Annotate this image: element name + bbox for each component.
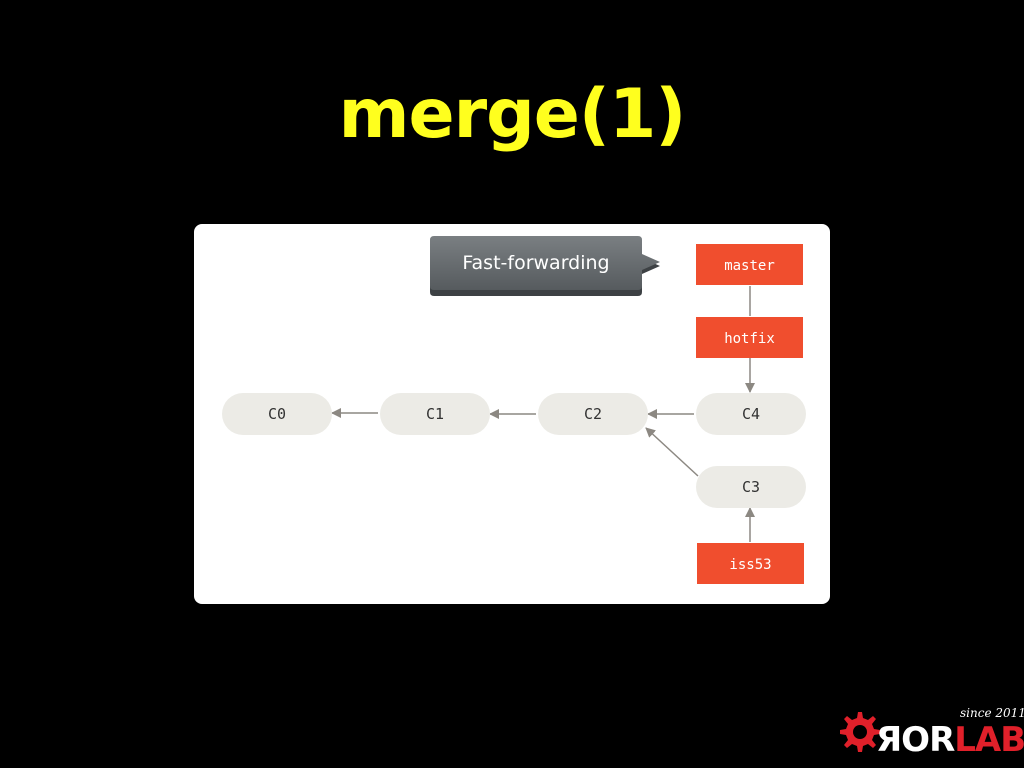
since-text: since 2011 [960,706,1024,720]
gear-icon [840,712,880,752]
rorlab-logo: since 2011 ЯORLAB [836,700,1024,764]
commit-c0: C0 [222,393,332,435]
commit-c4: C4 [696,393,806,435]
commit-c1-label: C1 [426,405,444,423]
branch-hotfix-label: hotfix [724,331,775,347]
branch-master: master [696,244,803,285]
commit-c0-label: C0 [268,405,286,423]
fast-forwarding-callout: Fast-forwarding [430,236,660,296]
arrow-c3-to-c2 [645,427,699,477]
commit-c1: C1 [380,393,490,435]
slide-title: merge(1) [338,75,687,154]
git-diagram: C0 C1 C2 C4 C3 master hotfix iss5 [222,236,806,584]
commit-c2: C2 [538,393,648,435]
commit-c4-label: C4 [742,405,760,423]
branch-hotfix: hotfix [696,317,803,358]
logo-lab: LAB [954,720,1024,760]
callout-label: Fast-forwarding [462,252,609,274]
commit-c3-label: C3 [742,478,760,496]
commit-c2-label: C2 [584,405,602,423]
branch-iss53: iss53 [697,543,804,584]
branch-iss53-label: iss53 [729,557,771,573]
commit-c3: C3 [696,466,806,508]
branch-master-label: master [724,258,775,274]
git-diagram-panel: C0 C1 C2 C4 C3 master hotfix iss5 [194,224,830,604]
logo-ror: ЯOR [876,720,955,760]
logo-wordmark: ЯORLAB [876,720,1024,760]
